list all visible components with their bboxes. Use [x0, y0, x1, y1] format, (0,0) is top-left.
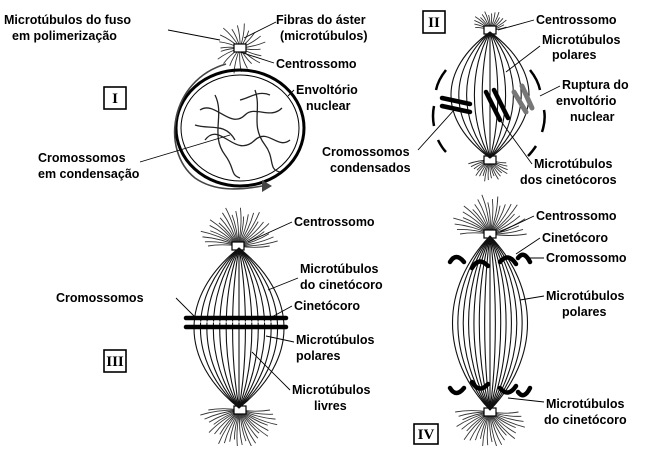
- leader-polar-microtubules-iv: [520, 296, 544, 300]
- label-polar-microtubules-iii-1: Microtúbulos: [296, 333, 375, 347]
- label-polar-microtubules-iv-2: polares: [562, 305, 607, 319]
- panel-i-nuclear-envelope-inner: [181, 75, 299, 181]
- leader-aster-fibers: [244, 22, 276, 38]
- label-centrosome-iii: Centrossomo: [294, 215, 375, 229]
- panel-iv-numeral: IV: [418, 427, 435, 443]
- leader-chromosomes-iii: [176, 298, 196, 318]
- label-polar-microtubules-iii-2: polares: [296, 349, 341, 363]
- label-kinetochore-microtubules-iv-2: do cinetócoro: [544, 413, 627, 427]
- panel-iii-bottom-aster: [200, 406, 277, 446]
- panel-ii: II Centrossomo Microtúbulos polares Rupt…: [322, 11, 629, 187]
- label-nuclear-envelope-2: nuclear: [306, 99, 351, 113]
- label-condensing-chromosomes-1: Cromossomos: [38, 151, 126, 165]
- panel-ii-spindle-fiber: [490, 32, 513, 158]
- label-condensing-chromosomes-2: em condensação: [38, 167, 140, 181]
- label-kinetochore-microtubules-ii-2: dos cinetócoros: [520, 173, 617, 187]
- label-aster-fibers-1: Fibras do áster: [276, 13, 366, 27]
- label-polar-microtubules-iv-1: Microtúbulos: [546, 289, 625, 303]
- label-kinetochore-microtubules-ii-1: Microtúbulos: [534, 157, 613, 171]
- panel-i-nuclear-envelope: [176, 70, 304, 186]
- label-kinetochore-iv: Cinetócoro: [542, 231, 608, 245]
- leader-spindle-polymerizing: [168, 30, 220, 40]
- label-centrosome-i: Centrossomo: [276, 57, 357, 71]
- panel-ii-spindle-fiber: [451, 32, 490, 158]
- label-free-microtubules-2: livres: [314, 399, 347, 413]
- panel-iv-bottom-aster: [455, 408, 525, 446]
- label-polar-microtubules-ii-1: Microtúbulos: [542, 33, 621, 47]
- panel-ii-numeral: II: [428, 15, 440, 31]
- label-condensed-chromosomes-1: Cromossomos: [322, 145, 410, 159]
- panel-i-numeral: I: [112, 91, 118, 107]
- label-aster-fibers-2: (microtúbulos): [280, 29, 368, 43]
- leader-kinetochore-microtubules-iv: [508, 398, 544, 402]
- panel-iii-metaphase-plate: [186, 318, 286, 327]
- label-spindle-polymerizing-2: em polimerização: [12, 29, 117, 43]
- label-chromosome-iv: Cromossomo: [546, 251, 627, 265]
- panel-i: I Microtúbulos do fuso em polimerização …: [4, 13, 368, 192]
- leader-kinetochore-iv: [516, 238, 540, 254]
- panel-iv-spindle-fiber: [490, 236, 495, 410]
- leader-condensed-chromosomes: [418, 110, 454, 150]
- label-condensed-chromosomes-2: condensados: [330, 161, 411, 175]
- label-chromosomes-iii: Cromossomos: [56, 291, 144, 305]
- panel-iv-top-aster: [453, 195, 526, 238]
- panel-iii-top-aster: [201, 208, 278, 250]
- label-spindle-polymerizing-1: Microtúbulos do fuso: [4, 13, 131, 27]
- label-kinetochore-microtubules-iii-1: Microtúbulos: [300, 262, 379, 276]
- label-kinetochore-microtubules-iv-1: Microtúbulos: [546, 397, 625, 411]
- panel-ii-top-aster: [474, 12, 506, 34]
- panel-i-chromosome-threads: [195, 90, 290, 178]
- label-kinetochore-microtubules-iii-2: do cinetócoro: [300, 278, 383, 292]
- panel-ii-bottom-aster: [468, 156, 507, 181]
- panel-iii-numeral: III: [106, 354, 124, 370]
- panel-iv: IV Centrossomo Cinetócoro Cromossomo Mic…: [414, 195, 627, 446]
- label-envelope-rupture-3: nuclear: [570, 110, 615, 124]
- label-envelope-rupture-2: envoltório: [556, 94, 617, 108]
- label-centrosome-iv: Centrossomo: [536, 209, 617, 223]
- label-polar-microtubules-ii-2: polares: [552, 48, 597, 62]
- label-envelope-rupture-1: Ruptura do: [562, 78, 629, 92]
- label-kinetochore-iii: Cinetócoro: [294, 299, 360, 313]
- label-nuclear-envelope-1: Envoltório: [296, 83, 358, 97]
- leader-kinetochore-microtubules-iii: [268, 278, 298, 290]
- label-centrosome-ii: Centrossomo: [536, 13, 617, 27]
- label-free-microtubules-1: Microtúbulos: [292, 383, 371, 397]
- panel-iii: III Centrossomo Microtúbulos do cinetóco…: [56, 208, 383, 446]
- panel-i-aster-centriole: [234, 44, 246, 52]
